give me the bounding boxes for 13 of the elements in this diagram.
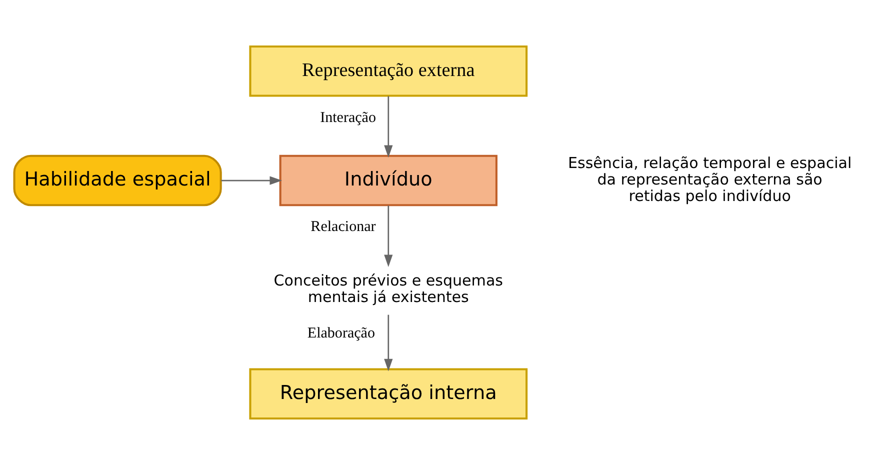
arrow bbox=[221, 176, 282, 184]
node-text: Conceitos prévios e esquemas mentais já existentes bbox=[274, 271, 504, 306]
node-box: Representação interna bbox=[249, 368, 528, 420]
arrow bbox=[384, 96, 393, 158]
arrow bbox=[384, 205, 393, 267]
arrow bbox=[384, 314, 393, 371]
edge-label: Interação bbox=[320, 109, 376, 126]
node-box: Indivíduo bbox=[279, 154, 498, 206]
label: Essência, relação temporal e espacial da representação externa são retidas pelo indivíduo bbox=[568, 153, 852, 204]
node-box: Habilidade espacial bbox=[13, 154, 222, 206]
edge-label: Elaboração bbox=[307, 324, 376, 341]
node-box: Representação externa bbox=[249, 44, 528, 96]
edge-label: Relacionar bbox=[310, 218, 376, 235]
